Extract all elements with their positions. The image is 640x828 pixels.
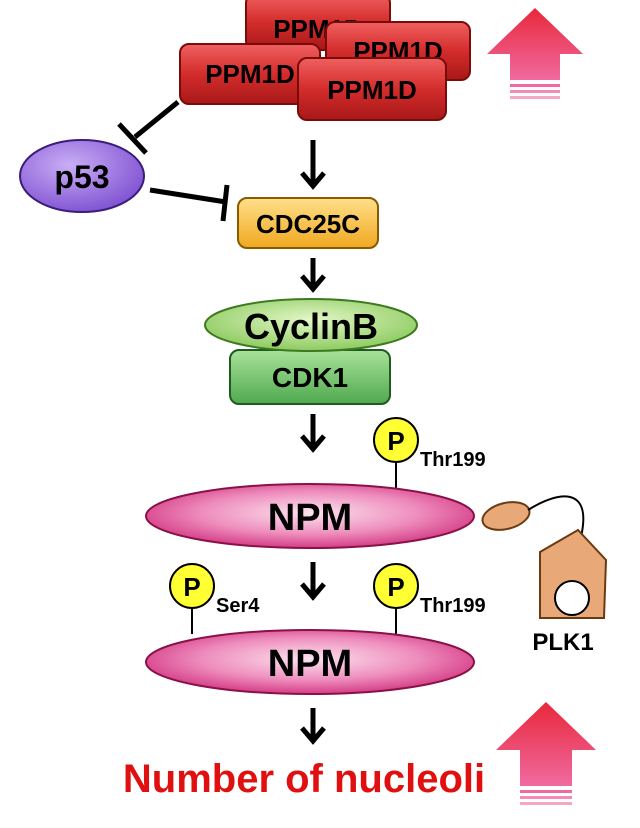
down-arrow-icon [300, 708, 326, 745]
plk1-label: PLK1 [532, 629, 593, 656]
phospho-right-label: P [387, 572, 404, 602]
cdc25c-label: CDC25C [256, 209, 360, 239]
up-arrow-icon [487, 8, 583, 99]
cyclinb-node: CyclinB [204, 298, 418, 352]
p53-label: p53 [54, 159, 109, 195]
phospho-left-label: P [183, 572, 200, 602]
up-arrow-icon [496, 702, 596, 805]
down-arrow-icon [300, 562, 326, 601]
phospho-icon: P [373, 563, 419, 609]
phospho-top-label: P [387, 426, 404, 456]
ser4-label: Ser4 [216, 595, 260, 617]
phospho-icon: P [373, 417, 419, 463]
thr199-top-label: Thr199 [420, 449, 486, 471]
ppm1d-label-4: PPM1D [327, 75, 417, 105]
down-arrow-icon [300, 414, 326, 453]
down-arrow-icon [300, 140, 326, 190]
down-arrow-icon [300, 258, 326, 293]
inhibition-icon [149, 184, 230, 222]
cyclinb-label: CyclinB [244, 306, 378, 347]
npm-bottom-label: NPM [268, 643, 352, 685]
cdc25c-node: CDC25C [237, 197, 379, 249]
ppm1d-stack: PPM1D PPM1D PPM1D PPM1D [179, 0, 471, 121]
p53-node: p53 [19, 139, 145, 213]
inhibition-icon [117, 100, 180, 155]
npm-top-node: NPM P Thr199 [145, 417, 486, 549]
outcome-label: Number of nucleoli [123, 757, 485, 801]
plk1-node: PLK1 [481, 495, 608, 656]
thr199-bottom-label: Thr199 [420, 595, 486, 617]
ppm1d-label-3: PPM1D [205, 59, 295, 89]
phospho-icon: P [169, 563, 215, 609]
npm-bottom-node: NPM P Ser4 P Thr199 [145, 563, 486, 695]
cdk1-label: CDK1 [272, 362, 348, 393]
ppm1d-box-4: PPM1D [297, 57, 447, 121]
cdk1-node: CDK1 [229, 349, 391, 405]
npm-top-label: NPM [268, 497, 352, 539]
